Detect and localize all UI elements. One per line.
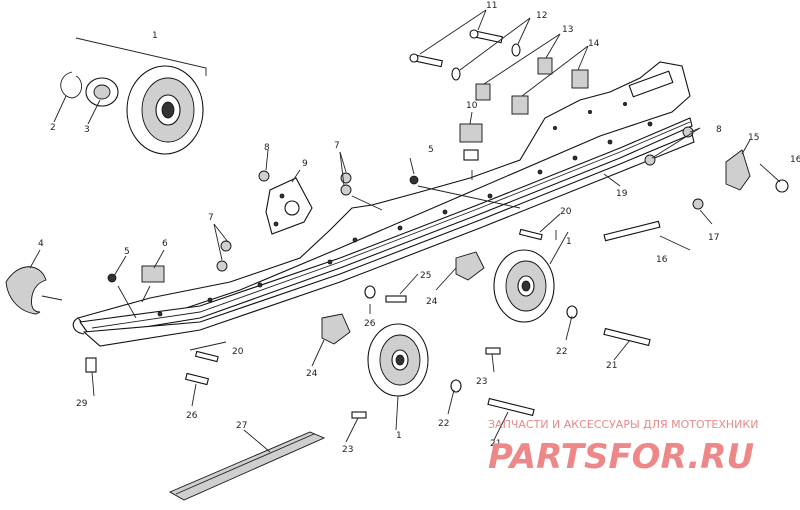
callout-3: 3	[84, 125, 90, 135]
callout-27: 27	[236, 421, 247, 431]
callout-17: 17	[708, 233, 719, 243]
nut-7d	[340, 184, 352, 196]
callout-19: 19	[616, 189, 628, 199]
callout-26-low: 26	[186, 411, 198, 421]
washer-22a	[566, 305, 578, 319]
callout-14: 14	[588, 39, 600, 49]
callout-7-left: 7	[208, 213, 214, 223]
bushing-13b	[475, 83, 491, 101]
callout-1-mid: 1	[566, 237, 572, 247]
callouts: 1 1 1 2 3 4 5 5 6 7 7 8 8 9 10 11 12 13 …	[38, 1, 800, 455]
callout-10: 10	[466, 101, 478, 111]
callout-21-right: 21	[606, 361, 617, 371]
slide-rail	[72, 61, 695, 347]
callout-21-low: 21	[490, 439, 501, 449]
callout-24-right: 24	[426, 297, 438, 307]
clip-6	[141, 265, 165, 283]
watermark-caption: ЗАПЧАСТИ И АКСЕССУАРЫ ДЛЯ МОТОТЕХНИКИ	[488, 418, 758, 431]
washer-12b	[451, 67, 461, 81]
block-14b	[511, 95, 529, 115]
clip-10	[459, 123, 483, 143]
bushing-13a	[537, 57, 553, 75]
nut-7a	[220, 240, 232, 252]
callout-15: 15	[748, 133, 759, 143]
nut-17	[692, 198, 704, 210]
callout-12: 12	[536, 11, 547, 21]
callout-9: 9	[302, 159, 308, 169]
insert-10	[463, 149, 479, 161]
bolt-21b	[487, 397, 535, 417]
callout-4: 4	[38, 239, 44, 249]
callout-2: 2	[50, 123, 56, 133]
washer-26a	[364, 285, 376, 299]
plate-hole	[284, 200, 300, 216]
axle-bracket-24a	[455, 251, 485, 281]
callout-29: 29	[76, 399, 88, 409]
wheel-top	[126, 65, 204, 155]
bolt-23b	[351, 411, 367, 419]
washer-12a	[511, 43, 521, 57]
rivet-29	[85, 357, 97, 373]
callout-1-top: 1	[152, 31, 158, 41]
leader-lines	[29, 9, 781, 453]
callout-23-right: 23	[476, 377, 487, 387]
callout-7-right: 7	[334, 141, 340, 151]
bolt-11b	[409, 53, 443, 68]
snap-ring-2	[60, 71, 82, 99]
callout-16-bolt: 16	[656, 255, 668, 265]
block-14a	[571, 69, 589, 89]
watermark-logo: PARTSFOR.RU	[488, 437, 754, 477]
bolt-20a	[518, 228, 543, 241]
bolt-20b	[194, 350, 219, 363]
wheel-mid	[493, 249, 555, 323]
callout-11: 11	[486, 1, 497, 11]
callout-22-low: 22	[438, 419, 449, 429]
nut-7b	[216, 260, 228, 272]
callout-24-left: 24	[306, 369, 318, 379]
bolt-25	[385, 295, 407, 303]
callout-1-low: 1	[396, 431, 402, 441]
callout-16-cap: 16	[790, 155, 800, 165]
rivet-26b	[184, 372, 210, 386]
callout-22-right: 22	[556, 347, 567, 357]
bolt-23a	[485, 347, 501, 355]
callout-6: 6	[162, 239, 168, 249]
washer-22b	[450, 379, 462, 393]
callout-23-low: 23	[342, 445, 353, 455]
callout-13: 13	[562, 25, 573, 35]
bearing-3	[85, 77, 119, 107]
front-cap-4	[5, 266, 47, 315]
bracket-15	[725, 149, 751, 191]
callout-20-right: 20	[560, 207, 572, 217]
callout-8-right: 8	[716, 125, 722, 135]
nut-8c	[644, 154, 656, 166]
axle-bracket-24b	[321, 313, 351, 345]
wheel-low	[367, 323, 429, 397]
callout-26-mid: 26	[364, 319, 376, 329]
callout-5-left: 5	[124, 247, 130, 257]
bolt-21a	[603, 327, 651, 347]
callout-8-left: 8	[264, 143, 270, 153]
cap-16	[775, 179, 789, 193]
wear-strip-27	[168, 431, 326, 501]
bolt-11a	[469, 29, 503, 44]
callout-20-left: 20	[232, 347, 244, 357]
long-bolt-16	[603, 220, 661, 242]
nut-8a	[258, 170, 270, 182]
nut-5b	[409, 175, 419, 185]
callout-5-right: 5	[428, 145, 434, 155]
callout-25: 25	[420, 271, 431, 281]
